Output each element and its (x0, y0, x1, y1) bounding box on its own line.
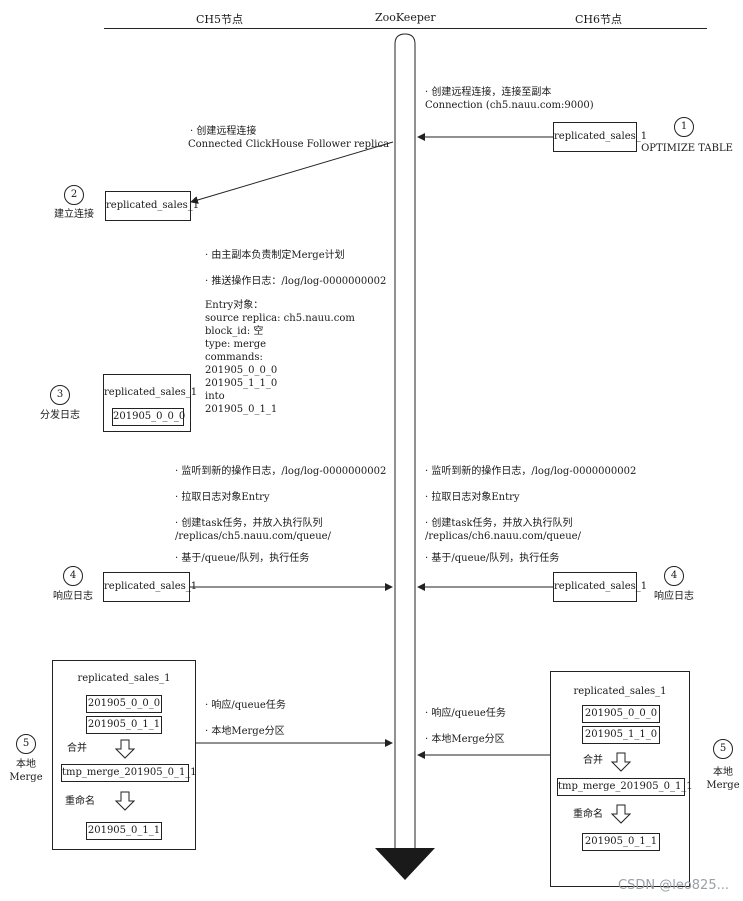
step5-right-replica-panel: replicated_sales_1 201905_0_0_0 201905_1… (550, 671, 693, 887)
ch5-header: CH5节点 (196, 13, 244, 26)
step5-left-note-1: · 响应/queue任务 (205, 700, 286, 711)
step4-right-note: · 监听到新的操作日志，/log/log-0000000002 (425, 466, 637, 477)
entry-line: 201905_0_1_1 (205, 404, 278, 415)
ch6-header: CH6节点 (575, 13, 623, 26)
step4-left-note: · 基于/queue/队列，执行任务 (175, 553, 310, 564)
down-arrow-icon (611, 804, 631, 824)
step5-right-part-b: 201905_1_1_0 (582, 726, 660, 744)
down-arrow-icon (115, 739, 135, 759)
step4-right-note: /replicas/ch6.nauu.com/queue/ (425, 531, 581, 542)
step1-replica-box: replicated_sales_1 (553, 122, 648, 152)
step3-box-label: replicated_sales_1 (104, 387, 198, 398)
entry-line: commands: (205, 352, 263, 363)
step2-note-1: · 创建远程连接 (190, 126, 257, 137)
timeline-arrowhead (375, 848, 435, 880)
entry-line: 201905_1_1_0 (205, 378, 278, 389)
arrow-step2 (190, 141, 394, 204)
step5-right-label-1: 本地 (713, 767, 733, 778)
step5-right-final-part: 201905_0_1_1 (582, 833, 660, 851)
step4-left-note: · 监听到新的操作日志，/log/log-0000000002 (175, 466, 387, 477)
step2-label: 建立连接 (54, 209, 94, 220)
step5-left-part-b: 201905_0_1_1 (86, 716, 162, 734)
step3-number-badge: 3 (50, 385, 70, 405)
step5-left-note-2: · 本地Merge分区 (205, 726, 285, 737)
step4-right-replica-box: replicated_sales_1 (553, 572, 648, 602)
entry-line: into (205, 391, 225, 402)
step5-left-replica-panel: replicated_sales_1 201905_0_0_0 201905_0… (52, 660, 197, 850)
step5-left-title: replicated_sales_1 (77, 673, 171, 684)
step2-box-label: replicated_sales_1 (106, 200, 200, 211)
down-arrow-icon (611, 752, 631, 772)
step1-label: OPTIMIZE TABLE (641, 143, 733, 154)
zookeeper-header: ZooKeeper (375, 11, 436, 24)
step5-right-note-2: · 本地Merge分区 (425, 734, 505, 745)
header-rule (104, 28, 707, 29)
step5-right-note-1: · 响应/queue任务 (425, 708, 506, 719)
step3-plan-note: · 由主副本负责制定Merge计划 (205, 250, 345, 261)
entry-line: 201905_0_0_0 (205, 365, 278, 376)
step5-left-number-badge: 5 (16, 734, 36, 754)
zookeeper-timeline (394, 33, 416, 853)
step4-left-note: /replicas/ch5.nauu.com/queue/ (175, 531, 331, 542)
step5-left-part-a: 201905_0_0_0 (86, 695, 162, 713)
step4-left-note: · 拉取日志对象Entry (175, 492, 270, 503)
step4-right-number-badge: 4 (664, 566, 684, 586)
step5-right-part-a: 201905_0_0_0 (582, 705, 660, 723)
step5-right-title: replicated_sales_1 (573, 686, 667, 697)
step5-right-rename-label: 重命名 (573, 809, 603, 820)
step5-left-label-1: 本地 (16, 759, 36, 770)
step5-left-rename-label: 重命名 (65, 796, 95, 807)
entry-line: block_id: 空 (205, 326, 264, 337)
step1-box-label: replicated_sales_1 (554, 131, 648, 142)
step4-right-label: 响应日志 (654, 591, 694, 602)
step4-right-note: · 基于/queue/队列，执行任务 (425, 553, 560, 564)
step4-left-number-badge: 4 (63, 566, 83, 586)
step5-left-tmp-part: tmp_merge_201905_0_1_1 (61, 764, 197, 782)
step4-right-note: · 拉取日志对象Entry (425, 492, 520, 503)
step3-replica-box: replicated_sales_1 201905_0_0_0 (103, 374, 198, 432)
step5-right-number-badge: 5 (713, 739, 733, 759)
step5-left-merge-label: 合并 (67, 743, 87, 754)
step3-push-note: · 推送操作日志：/log/log-0000000002 (205, 276, 387, 287)
step1-note-2: Connection (ch5.nauu.com:9000) (425, 100, 594, 111)
step5-left-final-part: 201905_0_1_1 (86, 822, 162, 840)
step3-part: 201905_0_0_0 (112, 408, 185, 426)
step5-left-label-2: Merge (9, 772, 43, 783)
step4-left-box-label: replicated_sales_1 (104, 581, 198, 592)
entry-line: source replica: ch5.nauu.com (205, 313, 355, 324)
csdn-watermark: CSDN @leo825... (618, 878, 729, 893)
down-arrow-icon (115, 791, 135, 811)
step3-label: 分发日志 (40, 410, 80, 421)
step1-note-1: · 创建远程连接，连接至副本 (425, 87, 552, 98)
step5-right-tmp-part: tmp_merge_201905_0_1_1 (557, 778, 693, 796)
step2-number-badge: 2 (64, 185, 84, 205)
step4-left-label: 响应日志 (53, 591, 93, 602)
step4-right-box-label: replicated_sales_1 (554, 581, 648, 592)
step4-right-note: · 创建task任务，并放入执行队列 (425, 518, 573, 529)
step2-replica-box: replicated_sales_1 (105, 191, 200, 221)
step1-number-badge: 1 (674, 117, 694, 137)
step5-right-merge-label: 合并 (583, 755, 603, 766)
step5-right-label-2: Merge (706, 780, 740, 791)
step2-note-2: Connected ClickHouse Follower replica (188, 139, 390, 150)
entry-line: Entry对象： (205, 300, 264, 311)
step4-left-replica-box: replicated_sales_1 (103, 572, 198, 602)
entry-line: type: merge (205, 339, 267, 350)
step4-left-note: · 创建task任务，并放入执行队列 (175, 518, 323, 529)
